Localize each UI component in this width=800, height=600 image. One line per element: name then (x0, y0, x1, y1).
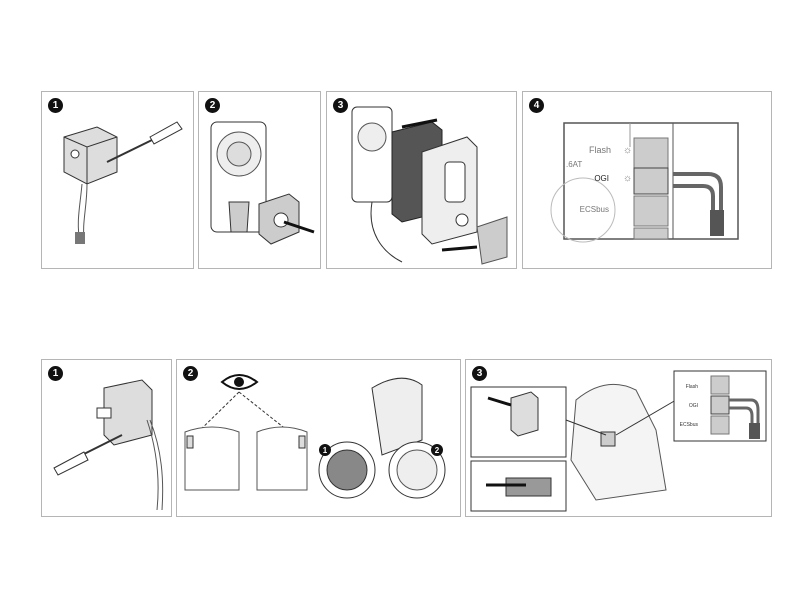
align-photocells-illustration: 1 2 (184, 374, 446, 499)
remove-cover-screwdriver-illustration (63, 121, 183, 244)
bottom-step-1-panel: 1 (41, 359, 172, 517)
flash-light-icon: ☼ (623, 145, 632, 156)
model-label: .6AT (566, 160, 582, 169)
bottom-step-3-panel: 3 Flash OGI ECSbus (465, 359, 772, 517)
ogi-light-icon: ☼ (623, 173, 632, 184)
ecsbus-terminal-label: ECSbus (680, 422, 699, 428)
step-number-badge: 2 (205, 98, 220, 113)
step-number-badge: 3 (472, 366, 487, 381)
top-step-1-panel: 1 (41, 91, 194, 269)
assemble-housing-illustration (351, 106, 508, 265)
ecsbus-terminal-label: ECSbus (580, 205, 609, 214)
open-photocell-illustration (53, 379, 164, 511)
top-step-3-panel: 3 (326, 91, 517, 269)
top-step-2-panel: 2 (198, 91, 321, 269)
connect-photocell-illustration: Flash OGI ECSbus (470, 370, 767, 512)
mount-base-illustration (210, 121, 315, 245)
flash-terminal-label: Flash (686, 384, 698, 390)
sub-step-1-badge: 1 (323, 446, 328, 455)
sub-step-2-badge: 2 (435, 446, 440, 455)
step-number-badge: 4 (529, 98, 544, 113)
step-number-badge: 2 (183, 366, 198, 381)
step-number-badge: 1 (48, 98, 63, 113)
top-step-4-panel: 4 Flash .6AT OGI ECSbus ☼ ☼ (522, 91, 772, 269)
bottom-step-2-panel: 2 1 2 (176, 359, 461, 517)
ogi-terminal-label: OGI (594, 174, 609, 183)
terminal-wiring-diagram: Flash .6AT OGI ECSbus ☼ ☼ (550, 122, 739, 243)
step-number-badge: 3 (333, 98, 348, 113)
ogi-terminal-label: OGI (689, 403, 698, 409)
flash-terminal-label: Flash (589, 145, 611, 155)
step-number-badge: 1 (48, 366, 63, 381)
